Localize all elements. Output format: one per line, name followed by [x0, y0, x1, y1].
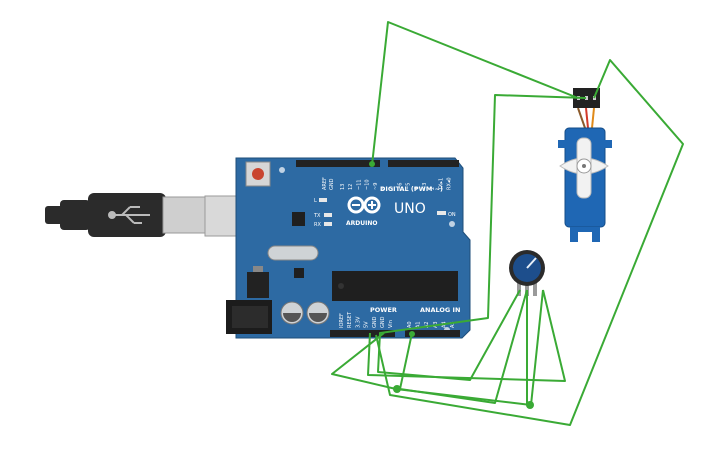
wire-servo-power[interactable] [377, 94, 587, 381]
led-on-label: ON [448, 212, 456, 218]
digital-pin-label: 2 [430, 187, 436, 190]
knob-indicator-icon [526, 257, 537, 269]
digital-pwm-label: DIGITAL (PWM ~) [380, 185, 443, 193]
power-pin-label: 3.3V [355, 316, 361, 328]
analog-header [405, 330, 460, 337]
digital-pin-label: ~6 [397, 183, 403, 190]
potentiometer[interactable] [509, 250, 545, 296]
board-brand: ARDUINO [346, 220, 377, 227]
servo-motor[interactable] [558, 88, 612, 242]
digital-pin-label: ~3 [422, 183, 428, 190]
power-pin-label: Vin [388, 320, 394, 328]
digital-pin-label: 12 [348, 184, 354, 190]
board-model: UNO [394, 201, 426, 217]
led-rx-label: RX [314, 222, 321, 228]
digital-pin-label: RX◂0 [447, 177, 453, 190]
servo-wires [577, 107, 595, 129]
power-pin-label: GND [372, 316, 378, 328]
power-pin-label: GND [380, 316, 386, 328]
capacitors [280, 301, 330, 325]
analog-pin-label: A1 [416, 321, 422, 328]
crystal-oscillator [267, 245, 319, 261]
digital-pin-label: TX▸1 [438, 178, 444, 191]
digital-pin-label: 4 [414, 187, 420, 190]
arduino-logo-icon [347, 196, 381, 214]
digital-pin-label: ~9 [373, 183, 379, 190]
aref-label: AREF [322, 177, 328, 190]
microcontroller-chip [332, 271, 458, 301]
servo-horn-icon [559, 137, 609, 199]
analog-label: ANALOG IN [420, 306, 460, 314]
power-label: POWER [370, 306, 397, 314]
digital-pin-label: 13 [340, 184, 346, 190]
digital-pin-label: 8 [381, 187, 387, 190]
voltage-regulator [247, 266, 269, 298]
digital-header [296, 160, 459, 167]
usb-icon [108, 206, 150, 224]
digital-pin-label: ~5 [406, 183, 412, 190]
digital-pin-label: ~10 [365, 179, 371, 190]
usb-chip [292, 212, 305, 226]
led-tx-label: TX [313, 213, 321, 219]
small-chip [294, 268, 304, 278]
reset-button[interactable] [245, 161, 271, 187]
digital-pin-label: ~11 [356, 179, 362, 190]
power-pin-label: RESET [347, 311, 353, 328]
analog-pin-label: A0 [407, 321, 413, 328]
wires [331, 21, 684, 426]
power-jack[interactable] [226, 300, 272, 334]
gnd-label: GND [329, 178, 335, 190]
analog-pin-label: A5 [450, 321, 456, 328]
led-l-label: L [314, 198, 317, 204]
power-pin-label: IOREF [339, 313, 345, 328]
wire-servo-ground[interactable] [375, 59, 684, 426]
analog-pin-label: A2 [424, 321, 430, 328]
power-pin-label: 5V [364, 321, 370, 328]
power-header [330, 330, 395, 337]
status-leds: L TX RX ON [313, 198, 456, 228]
digital-pin-label: 7 [389, 187, 395, 190]
wire-pot-5v[interactable] [367, 289, 566, 382]
wire-servo-signal[interactable] [371, 21, 579, 166]
wire-junctions [369, 161, 534, 409]
